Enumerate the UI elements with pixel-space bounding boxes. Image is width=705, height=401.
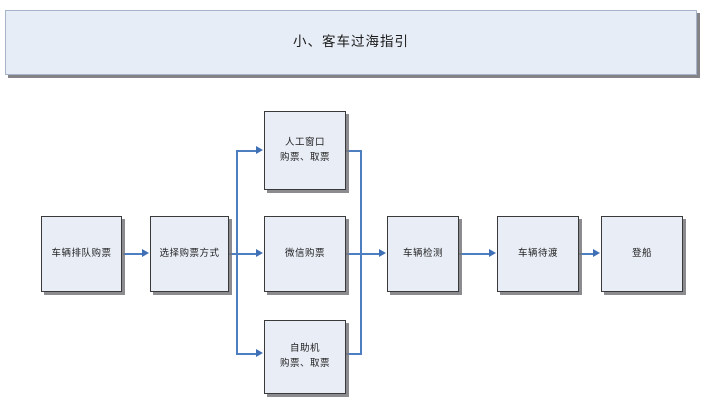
node-wechat-ticket[interactable]: 微信购票 [264, 216, 346, 292]
page-title-banner: 小、客车过海指引 [5, 10, 697, 75]
connector-merge-trunk [360, 150, 362, 354]
node-label-line-2: 购票、取票 [279, 358, 330, 369]
node-label: 车辆排队购票 [51, 247, 112, 259]
node-waiting-ferry[interactable]: 车辆待渡 [497, 216, 579, 292]
connector-fork-to-wechat [236, 253, 258, 255]
arrowhead-fork-to-wechat [256, 249, 263, 257]
node-label: 微信购票 [284, 247, 325, 259]
node-label: 选择购票方式 [159, 247, 220, 259]
node-label-line-1: 自助机 [289, 343, 320, 355]
node-queue-buy-ticket[interactable]: 车辆排队购票 [41, 216, 122, 292]
node-vehicle-inspection[interactable]: 车辆检测 [387, 216, 459, 292]
node-self-service[interactable]: 自助机 购票、取票 [264, 320, 346, 394]
arrowhead-fork-to-selfservice [256, 349, 263, 357]
connector-fork-to-manual [236, 150, 258, 152]
connector-waiting-to-boarding [579, 253, 594, 255]
node-boarding[interactable]: 登船 [601, 216, 683, 292]
connector-fork-trunk [236, 150, 238, 354]
node-label: 登船 [631, 247, 652, 259]
connector-manual-to-merge [346, 150, 362, 152]
node-label-line-2: 购票、取票 [279, 151, 330, 163]
connector-queue-to-choose [123, 253, 143, 255]
connector-merge-to-inspection [346, 253, 382, 255]
node-label: 车辆检测 [402, 247, 443, 259]
connector-inspection-to-waiting [459, 253, 490, 255]
node-label: 车辆待渡 [517, 247, 558, 259]
arrowhead-queue-to-choose [142, 249, 149, 257]
connector-fork-to-selfservice [236, 353, 258, 355]
arrowhead-inspection-to-waiting [489, 249, 496, 257]
arrowhead-fork-to-manual [256, 146, 263, 154]
node-label-line-1: 人工窗口 [284, 136, 325, 148]
arrowhead-merge-to-inspection [379, 249, 386, 257]
arrowhead-waiting-to-boarding [593, 249, 600, 257]
page-title: 小、客车过海指引 [293, 34, 409, 51]
connector-selfservice-to-merge [346, 353, 362, 355]
node-choose-method[interactable]: 选择购票方式 [150, 216, 229, 292]
node-manual-window[interactable]: 人工窗口 购票、取票 [264, 111, 346, 190]
